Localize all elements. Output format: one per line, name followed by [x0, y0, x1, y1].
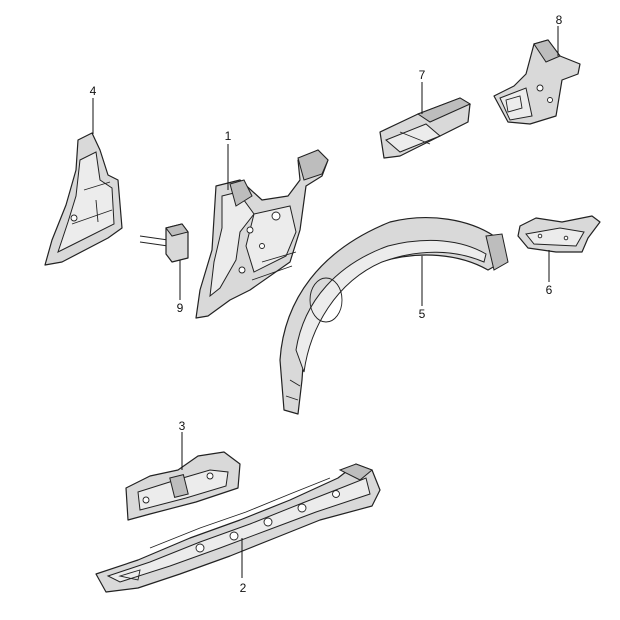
part-4-quarter-panel [44, 132, 123, 266]
callout-6: 6 [546, 283, 553, 297]
callout-2: 2 [240, 581, 247, 595]
callout-4: 4 [90, 84, 97, 98]
part-8-corner-bracket [493, 39, 581, 125]
part-2-side-sill [95, 463, 381, 593]
part-5-wheel-arch [279, 217, 509, 415]
callout-7: 7 [419, 68, 426, 82]
part-3-reinforcement-plate [125, 451, 241, 521]
callout-1: 1 [225, 129, 232, 143]
part-7-upper-bracket [379, 97, 472, 159]
leader-lines [92, 26, 559, 578]
callout-8: 8 [556, 13, 563, 27]
part-6-small-bracket [517, 215, 601, 253]
part-9-mount-block [139, 223, 189, 263]
callout-3: 3 [179, 419, 186, 433]
callout-labels: 1 2 3 4 5 6 7 8 9 [90, 13, 563, 595]
callout-5: 5 [419, 307, 426, 321]
part-1-pillar-assembly [195, 149, 329, 319]
callout-9: 9 [177, 301, 184, 315]
